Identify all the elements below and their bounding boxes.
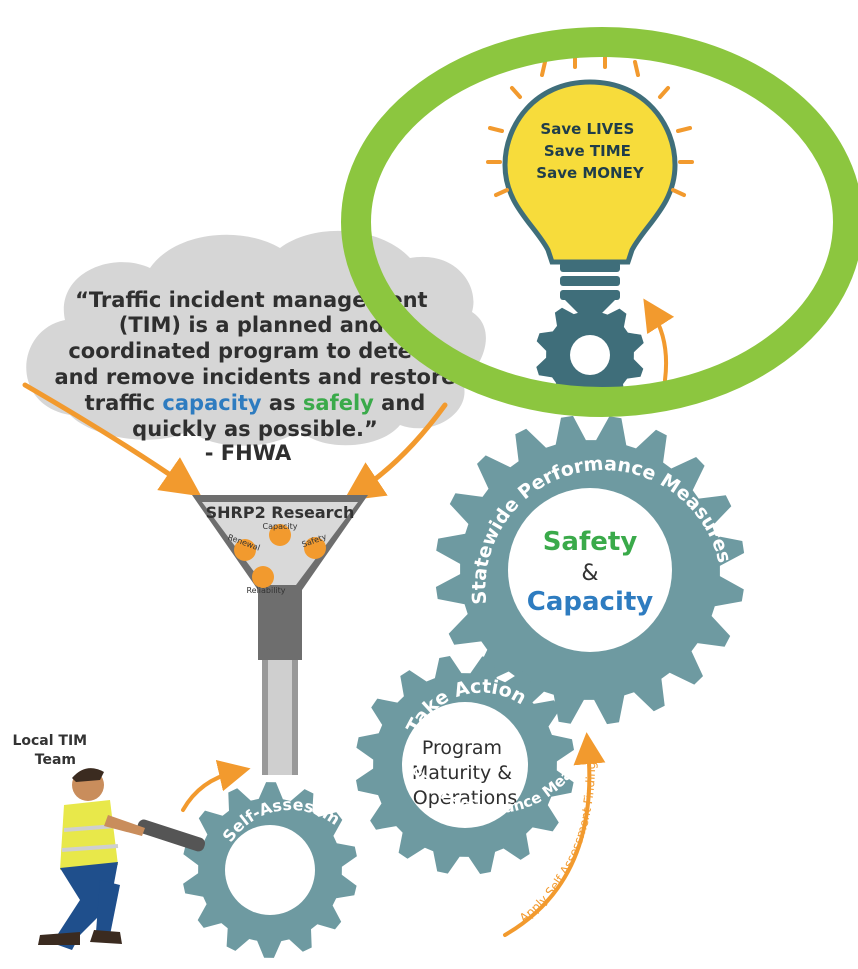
statewide-gear-center	[508, 488, 672, 652]
funnel-item-reliability: Reliability	[246, 586, 285, 595]
left-arrow-icon	[22, 382, 202, 497]
worker-icon	[38, 768, 206, 950]
bulb-line-3: Save MONEY	[536, 164, 645, 182]
take-action-gear-center	[402, 702, 528, 828]
quote-line-6: quickly as possible.”	[132, 417, 378, 441]
statewide-safety: Safety	[543, 527, 638, 557]
findings-arrow-icon	[503, 732, 606, 937]
right-arrow-icon	[343, 402, 448, 502]
person-label-line-1: Local TIM	[12, 733, 87, 749]
funnel-title: SHRP2 Research	[206, 503, 355, 522]
svg-text:Save LIVES Save TIME: Save LIVES Save TIME Save MONEY	[536, 120, 645, 182]
statewide-capacity: Capacity	[527, 587, 654, 617]
quote-line-3: coordinated program to detect	[68, 339, 434, 363]
statewide-ampersand: &	[581, 561, 598, 586]
action-line-3: Operations	[413, 787, 517, 809]
quote-line-5-pre: traffic	[85, 391, 163, 415]
bulb-rays	[486, 52, 694, 197]
assessment-arrow-icon	[181, 759, 251, 812]
action-line-1: Program	[422, 737, 502, 759]
bulb-line-2: Save TIME	[544, 142, 631, 160]
quote-line-5-post: and	[374, 391, 425, 415]
quote-attribution: - FHWA	[205, 441, 292, 465]
svg-text:Program Maturity & Ope: Program Maturity & Operations	[412, 737, 518, 809]
cloud-arrows	[22, 382, 448, 502]
svg-text:Local TIM Team: Local TIM Team	[12, 733, 92, 768]
funnel-item-capacity: Capacity	[263, 522, 298, 531]
quote-word-capacity: capacity	[162, 391, 262, 415]
quote-line-2: (TIM) is a planned and	[119, 313, 384, 337]
quote-line-5: traffic capacity as safely and	[85, 391, 426, 415]
small-gear-arrow-icon	[643, 298, 675, 382]
light-bulb-icon: Save LIVES Save TIME Save MONEY	[486, 52, 694, 315]
bulb-line-1: Save LIVES	[540, 120, 634, 138]
person-label-line-2: Team	[35, 752, 76, 768]
small-gear-hole	[570, 335, 610, 375]
highlight-ring	[341, 27, 858, 417]
self-assessment-gear-center	[225, 825, 315, 915]
funnel-icon: SHRP2 Research Capacity Renewal Safety R…	[192, 495, 368, 775]
action-line-2: Maturity &	[412, 762, 512, 784]
quote-line-4: and remove incidents and restore	[54, 365, 455, 389]
quote-line-5-mid: as	[262, 391, 303, 415]
quote-word-safely: safely	[303, 391, 374, 415]
